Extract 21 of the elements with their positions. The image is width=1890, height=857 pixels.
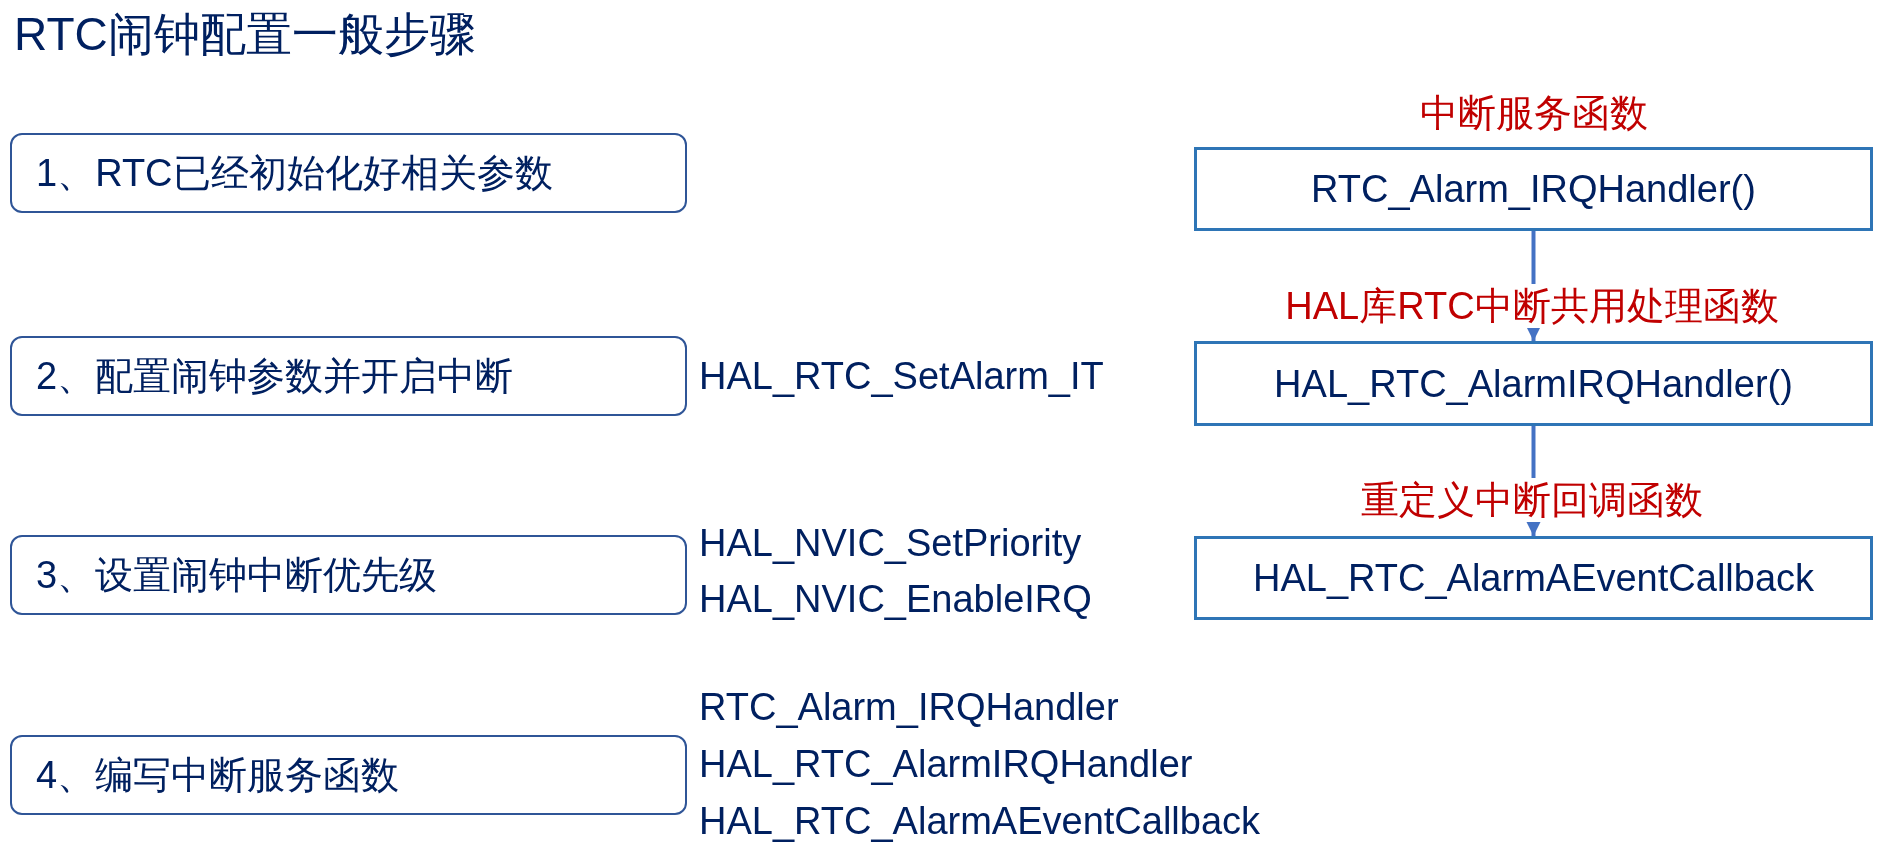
function-name: HAL_RTC_AlarmAEventCallback (1252, 556, 1815, 601)
step-text: 4、编写中断服务函数 (36, 753, 400, 798)
slide-title: RTC闹钟配置一般步骤 (14, 7, 476, 62)
function-name: RTC_Alarm_IRQHandler() (1311, 167, 1756, 212)
step-text: 3、设置闹钟中断优先级 (36, 553, 438, 598)
function-name: HAL_RTC_SetAlarm_IT (699, 354, 1104, 399)
function-name: HAL_RTC_AlarmIRQHandler (699, 742, 1193, 787)
step-box (10, 133, 687, 213)
step-box (10, 336, 687, 416)
step-box (10, 535, 687, 615)
step-box (10, 735, 687, 815)
function-box (1194, 341, 1873, 426)
step-text: 1、RTC已经初始化好相关参数 (36, 151, 553, 196)
section-heading: 中断服务函数 (1419, 91, 1648, 136)
function-name: RTC_Alarm_IRQHandler (699, 685, 1119, 730)
step-text: 2、配置闹钟参数并开启中断 (36, 354, 514, 399)
function-name: HAL_RTC_AlarmAEventCallback (699, 799, 1261, 844)
function-name: HAL_NVIC_EnableIRQ (699, 577, 1092, 622)
function-name: HAL_RTC_AlarmIRQHandler() (1274, 361, 1793, 407)
function-box (1194, 536, 1873, 620)
function-name: HAL_NVIC_SetPriority (699, 521, 1082, 566)
